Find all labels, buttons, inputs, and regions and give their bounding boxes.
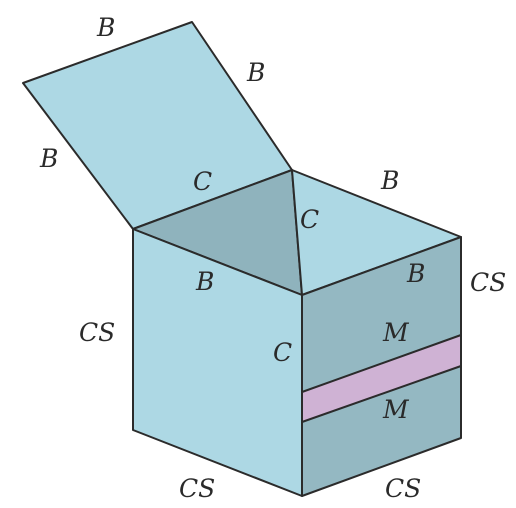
band-strip — [301, 334, 462, 423]
label-flap-right: B — [246, 58, 265, 87]
label-band-upper: M — [382, 318, 410, 347]
label-front-corner: C — [273, 338, 292, 367]
label-inner-corner: C — [300, 205, 319, 234]
label-flap-left: B — [39, 144, 58, 173]
label-right-edge: CS — [470, 268, 506, 297]
label-right-top-inner: B — [406, 259, 425, 288]
label-flap-top: B — [96, 13, 115, 42]
label-hinge: C — [193, 167, 212, 196]
label-left-edge: CS — [79, 318, 115, 347]
label-bottom-left: CS — [179, 474, 215, 503]
label-front-top: B — [195, 267, 214, 296]
label-back-top: B — [380, 166, 399, 195]
label-bottom-right: CS — [385, 474, 421, 503]
label-band-lower: M — [382, 395, 410, 424]
